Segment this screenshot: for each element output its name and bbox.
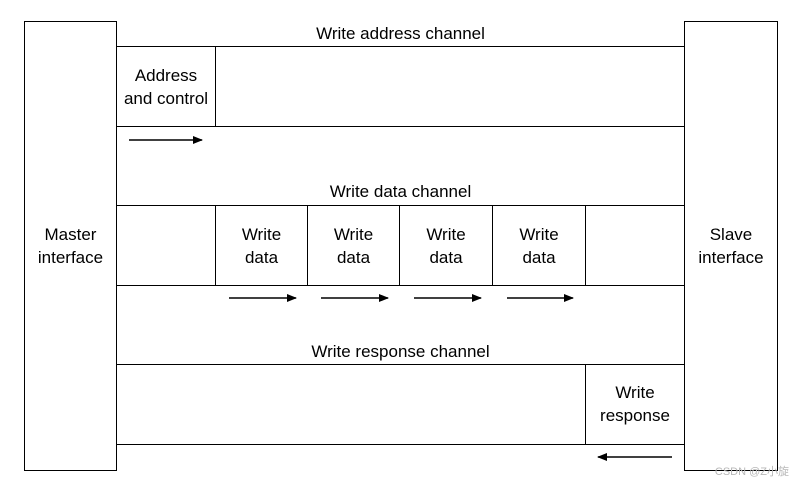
- write-response-divider: [585, 364, 586, 445]
- write-response-channel: [116, 364, 685, 445]
- slave-interface-box: [684, 21, 778, 471]
- write-data-divider-3: [399, 205, 400, 286]
- write-address-channel-title: Write address channel: [316, 24, 485, 43]
- write-address-channel: [116, 46, 685, 127]
- write-data-channel-title: Write data channel: [329, 182, 472, 201]
- write-data-cell-1: Write data: [241, 225, 282, 267]
- write-response-cell: Write response: [600, 383, 670, 425]
- watermark: CSDN @Z小旋: [714, 466, 789, 478]
- write-data-cell-2: Write data: [333, 225, 374, 267]
- write-data-divider-1: [215, 205, 216, 286]
- write-data-divider-2: [307, 205, 308, 286]
- write-address-divider: [215, 46, 216, 127]
- address-and-control-cell: Address and control: [123, 65, 209, 108]
- write-data-cell-3: Write data: [426, 225, 466, 267]
- slave-interface-label: Slave interface: [698, 225, 764, 267]
- write-data-channel: [116, 205, 685, 286]
- master-interface-label: Master interface: [37, 225, 104, 267]
- write-data-divider-5: [585, 205, 586, 286]
- write-response-channel-title: Write response channel: [311, 342, 490, 361]
- master-interface-box: [24, 21, 117, 471]
- write-data-cell-4: Write data: [519, 225, 559, 267]
- write-data-divider-4: [492, 205, 493, 286]
